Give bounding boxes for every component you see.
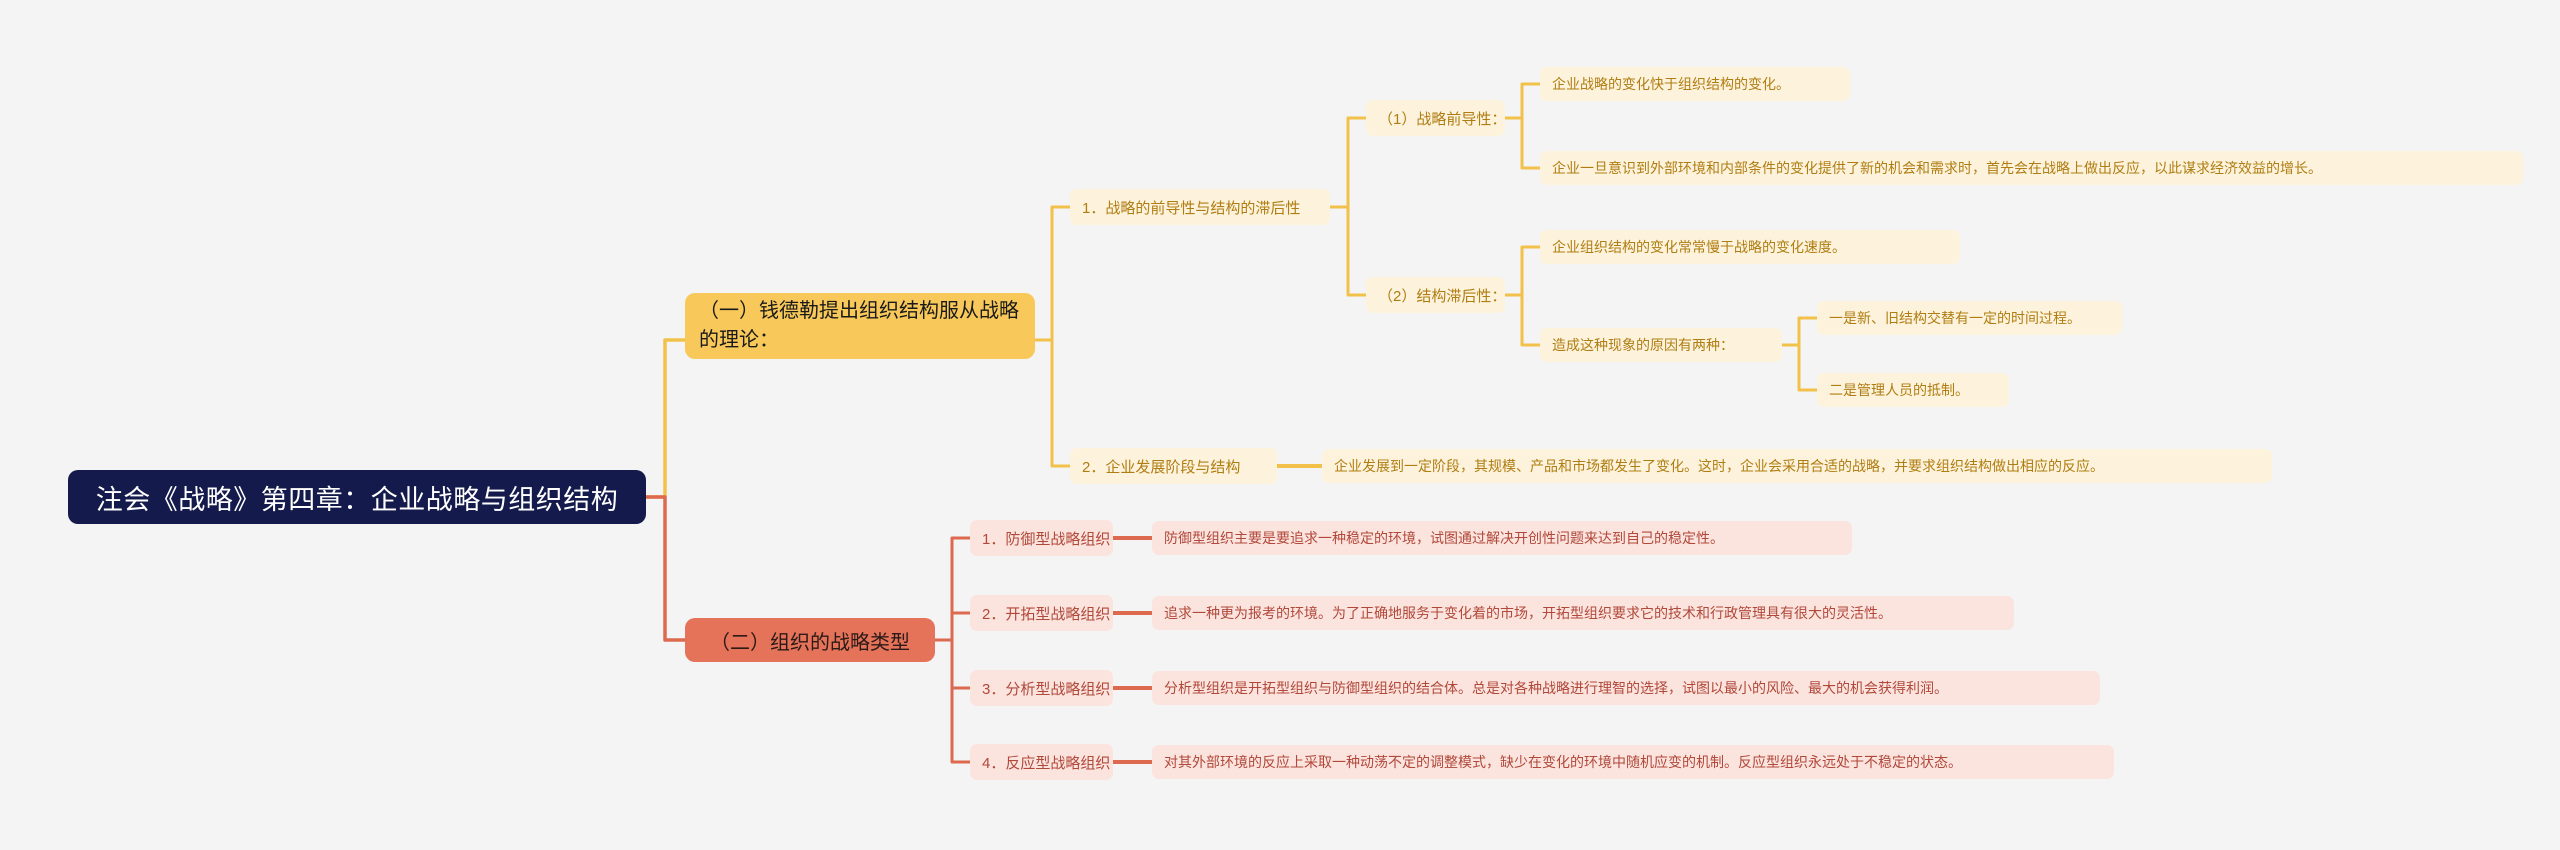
node-growth-stage-structure-detail-label: 企业发展到一定阶段，其规模、产品和市场都发生了变化。这时，企业会采用合适的战略，… (1334, 458, 2104, 474)
node-lagging-causes-label: 造成这种现象的原因有两种： (1552, 337, 1734, 353)
branch-node-2[interactable]: （二）组织的战略类型 (685, 618, 935, 662)
node-reactor-org-label: 4．反应型战略组织 (982, 754, 1111, 772)
node-strategy-leading-label: （1）战略前导性： (1378, 110, 1507, 128)
node-analyzer-org-detail[interactable]: 分析型组织是开拓型组织与防御型组织的结合体。总是对各种战略进行理智的选择，试图以… (1152, 671, 2100, 705)
node-prospector-org[interactable]: 2．开拓型战略组织 (970, 595, 1113, 631)
node-analyzer-org-label: 3．分析型战略组织 (982, 680, 1111, 698)
node-defender-org-detail[interactable]: 防御型组织主要是要追求一种稳定的环境，试图通过解决开创性问题来达到自己的稳定性。 (1152, 521, 1852, 555)
branch-node-1[interactable]: （一）钱德勒提出组织结构服从战略的理论： (685, 293, 1035, 359)
node-lagging-cause-1[interactable]: 一是新、旧结构交替有一定的时间过程。 (1817, 301, 2122, 335)
node-lagging-causes[interactable]: 造成这种现象的原因有两种： (1540, 328, 1782, 362)
node-strategy-leading-point-1[interactable]: 企业战略的变化快于组织结构的变化。 (1540, 67, 1850, 101)
node-prospector-org-detail[interactable]: 追求一种更为报考的环境。为了正确地服务于变化着的市场，开拓型组织要求它的技术和行… (1152, 596, 2014, 630)
node-structure-lagging[interactable]: （2）结构滞后性： (1366, 277, 1507, 313)
node-strategy-leading-point-1-label: 企业战略的变化快于组织结构的变化。 (1552, 76, 1790, 92)
root-node-label: 注会《战略》第四章：企业战略与组织结构 (95, 484, 619, 515)
node-strategy-lead-lag-label: 1．战略的前导性与结构的滞后性 (1082, 199, 1301, 217)
node-strategy-lead-lag[interactable]: 1．战略的前导性与结构的滞后性 (1070, 189, 1330, 225)
node-growth-stage-structure-label: 2．企业发展阶段与结构 (1082, 458, 1241, 476)
node-defender-org-label: 1．防御型战略组织 (982, 530, 1111, 548)
node-analyzer-org-detail-label: 分析型组织是开拓型组织与防御型组织的结合体。总是对各种战略进行理智的选择，试图以… (1164, 680, 1948, 696)
node-lagging-cause-1-label: 一是新、旧结构交替有一定的时间过程。 (1829, 310, 2081, 326)
node-analyzer-org[interactable]: 3．分析型战略组织 (970, 670, 1113, 706)
node-lagging-cause-2[interactable]: 二是管理人员的抵制。 (1817, 373, 2009, 407)
node-strategy-leading-point-2[interactable]: 企业一旦意识到外部环境和内部条件的变化提供了新的机会和需求时，首先会在战略上做出… (1540, 151, 2523, 185)
node-reactor-org-detail-label: 对其外部环境的反应上采取一种动荡不定的调整模式，缺少在变化的环境中随机应变的机制… (1164, 754, 1962, 770)
branch-node-1-label: （一）钱德勒提出组织结构服从战略的理论： (699, 300, 1019, 351)
node-structure-lagging-point-1-label: 企业组织结构的变化常常慢于战略的变化速度。 (1552, 239, 1846, 255)
node-prospector-org-detail-label: 追求一种更为报考的环境。为了正确地服务于变化着的市场，开拓型组织要求它的技术和行… (1164, 605, 1892, 621)
node-growth-stage-structure[interactable]: 2．企业发展阶段与结构 (1070, 448, 1277, 484)
node-defender-org-detail-label: 防御型组织主要是要追求一种稳定的环境，试图通过解决开创性问题来达到自己的稳定性。 (1164, 530, 1724, 546)
node-reactor-org-detail[interactable]: 对其外部环境的反应上采取一种动荡不定的调整模式，缺少在变化的环境中随机应变的机制… (1152, 745, 2114, 779)
branch-node-2-label: （二）组织的战略类型 (710, 631, 910, 654)
node-prospector-org-label: 2．开拓型战略组织 (982, 605, 1111, 623)
node-structure-lagging-point-1[interactable]: 企业组织结构的变化常常慢于战略的变化速度。 (1540, 230, 1960, 264)
root-node[interactable]: 注会《战略》第四章：企业战略与组织结构 (68, 470, 646, 524)
node-strategy-leading[interactable]: （1）战略前导性： (1366, 100, 1507, 136)
node-structure-lagging-label: （2）结构滞后性： (1378, 287, 1507, 305)
node-growth-stage-structure-detail[interactable]: 企业发展到一定阶段，其规模、产品和市场都发生了变化。这时，企业会采用合适的战略，… (1322, 449, 2272, 483)
node-defender-org[interactable]: 1．防御型战略组织 (970, 520, 1113, 556)
node-strategy-leading-point-2-label: 企业一旦意识到外部环境和内部条件的变化提供了新的机会和需求时，首先会在战略上做出… (1552, 160, 2322, 176)
node-reactor-org[interactable]: 4．反应型战略组织 (970, 744, 1113, 780)
node-lagging-cause-2-label: 二是管理人员的抵制。 (1829, 382, 1969, 398)
